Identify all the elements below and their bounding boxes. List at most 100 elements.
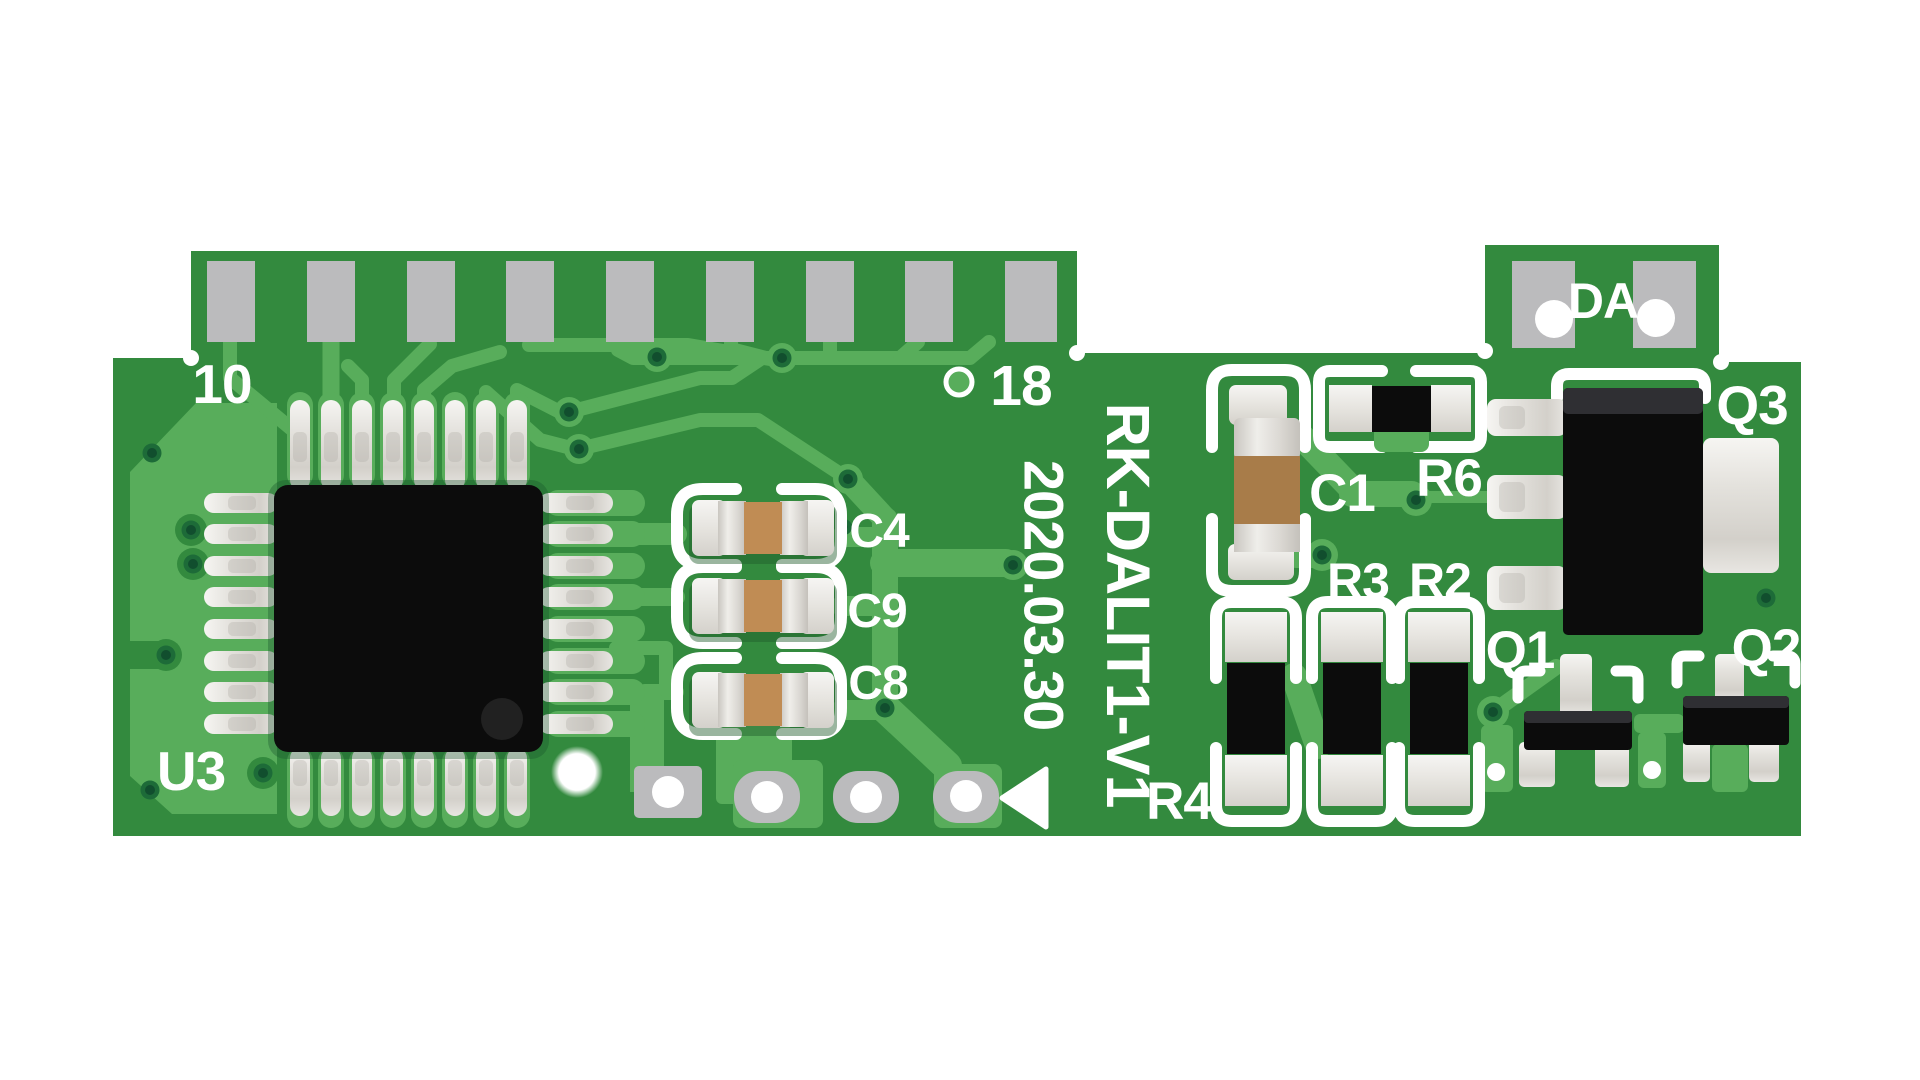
connector-pad-7 [806,261,854,342]
copper-zone-q1q2 [1634,714,1684,733]
ic-pin-solder [566,527,594,541]
q2-pad-bottom-left [1683,740,1710,782]
cap-c8-term-right [780,673,808,727]
ic-pin [204,524,278,544]
ic-pin [539,682,613,702]
res-r3-silk-top [1306,596,1398,684]
res-r3-pad-top [1321,612,1383,662]
q1-silk-right [1610,665,1644,704]
cap-c1-silkscreen-top [1206,364,1311,453]
q2-body-top [1683,696,1789,708]
via-hole [1761,593,1771,603]
da-hole-1 [1535,300,1573,338]
mount-hole-1 [652,776,684,808]
ic-pin [539,619,613,639]
q2-pad-bottom-right [1749,740,1779,782]
trace-via579 [572,413,855,486]
label-u3: U3 [157,740,225,802]
cap-c9-term-right [780,579,808,633]
ic-pin-solder [228,685,256,699]
ic-pin [445,400,465,490]
q3-body [1563,388,1703,635]
q2-silk-left [1671,650,1705,689]
cap-c8-silkscreen [671,652,847,740]
connector-pad-9 [1005,261,1057,342]
board-edge-notch [183,350,199,366]
ic-pin-solder [228,527,256,541]
cap-c1-pad-bottom [1228,544,1294,580]
q3-pin [1487,475,1567,519]
ic-pin [507,400,527,490]
ic-pin [290,400,310,490]
label-r3: R3 [1327,553,1389,609]
label-r2: R2 [1409,553,1471,609]
q2-silk-right [1767,650,1801,689]
label-r4: R4 [1146,772,1213,831]
connector-pad-5 [606,261,654,342]
ic-pin [476,748,496,816]
via-hole [186,525,196,535]
cap-c8-pad-left [692,672,726,728]
ic-pin-solder [324,760,338,786]
label-date: 2020.03.30 [1013,460,1076,730]
ic-pin-solder [566,654,594,668]
q1-body-top [1524,711,1632,723]
label-model: RK-DALIT1-V1 [1094,403,1162,808]
cap-c4-term-left [718,501,746,555]
via-hole [1317,550,1327,560]
label-q3: Q3 [1716,374,1787,436]
cap-c9-term-left [718,579,746,633]
ic-pin-solder [566,590,594,604]
mount-hole-2 [751,781,783,813]
da-hole-2 [1637,299,1675,337]
ic-pin [383,748,403,816]
q3-pin-solder [1499,573,1525,603]
ic-pin1-dimple [481,698,523,740]
fiducial-dot-small [1487,763,1505,781]
label-ref-18: 18 [990,354,1051,418]
res-r4-silk-bottom [1210,742,1302,827]
cap-c9-dielectric [744,580,782,632]
ic-pin-solder [566,559,594,573]
label-ref-10: 10 [192,353,251,415]
ic-pin-solder [566,685,594,699]
q3-body-top [1563,388,1703,414]
connector-pad-6 [706,261,754,342]
ic-pin-solder [448,432,462,462]
ic-pin [414,400,434,490]
ic-pin-solder [510,432,524,462]
ic-pin [539,587,613,607]
arrow-marker [999,766,1049,830]
ic-pin-solder [355,760,369,786]
copper-zone-r2 [1481,725,1513,792]
q2-pin-top [1715,654,1744,702]
trace-via569 [562,351,769,419]
ic-pin [476,400,496,490]
ic-pin [204,587,278,607]
cap-c4-dielectric [744,502,782,554]
ic-pin [539,556,613,576]
ic-pin-solder [355,432,369,462]
cap-c1-pad-top [1229,385,1287,425]
ic-body [274,485,543,752]
via-hole [1008,560,1018,570]
res-r3-silk-bottom [1306,742,1398,827]
trace-ic-via [609,641,673,697]
ic-pin-solder [386,432,400,462]
cap-c4-pad-left [692,500,726,556]
via-hole [574,444,584,454]
q1-pad-bottom-right [1595,742,1629,787]
copper-zone-q1q2b [1638,732,1666,788]
res-r4-body [1227,663,1285,754]
ic-pin-solder [386,760,400,786]
ic-pin [204,682,278,702]
cap-c8-pad-right [800,672,834,728]
ic-pin-solder [417,760,431,786]
q3-pin-solder [1499,406,1525,429]
q1-pad-bottom-left [1519,742,1555,787]
res-r4-pad-top [1225,612,1287,662]
res-r6-silkscreen-right [1410,365,1487,453]
res-r6-silkscreen-left [1313,365,1388,453]
fiducial-dot [551,746,603,798]
